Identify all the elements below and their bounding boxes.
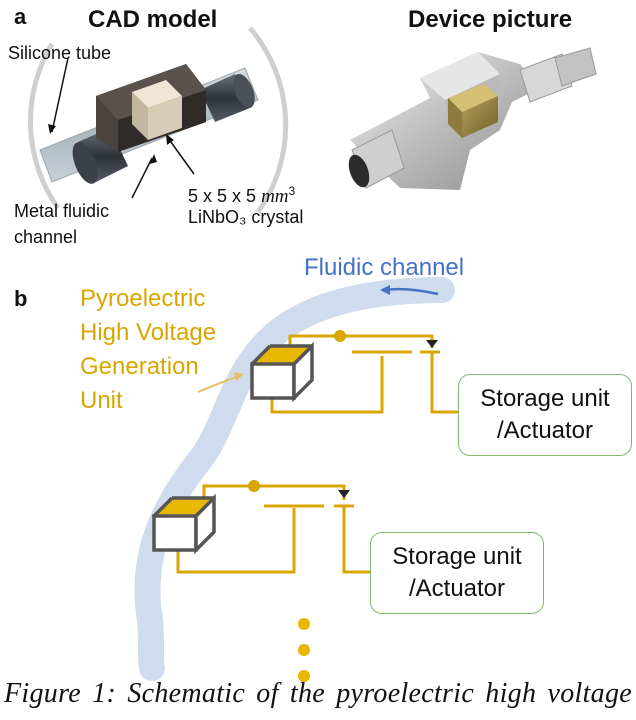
fluidic-channel-label: Fluidic channel (304, 254, 465, 281)
unit-label-line: Unit (80, 387, 123, 414)
crystal-cube-1 (250, 341, 314, 403)
switch-node-1 (334, 330, 346, 342)
storage-box-1-line1: Storage unit (480, 385, 610, 412)
crystal-name-label: LiNbO₃ crystal (188, 207, 304, 227)
cad-model-title: CAD model (88, 6, 218, 33)
unit-label-pointer (197, 372, 244, 393)
storage-box-1-line2: /Actuator (496, 417, 594, 444)
panel-b-letter: b (14, 286, 28, 311)
silicone-tube-label: Silicone tube (8, 43, 112, 63)
crystal-cube-2 (152, 493, 216, 555)
storage-unit-box-2: Storage unit /Actuator (370, 532, 544, 614)
fluidic-channel-band (134, 277, 455, 681)
crystal-dimensions-label: 5 x 5 x 5 mm3 (188, 184, 296, 207)
switch-contact-2 (338, 490, 350, 498)
metal-channel-label-line1: Metal fluidic (14, 201, 110, 221)
unit-label-line: Pyroelectric (80, 285, 206, 312)
storage-box-2-line2: /Actuator (408, 575, 506, 602)
flow-arrow (380, 285, 439, 296)
storage-unit-box-1: Storage unit /Actuator (458, 374, 632, 456)
switch-node-2 (248, 480, 260, 492)
metal-channel-label-line2: channel (14, 227, 78, 247)
switch-contact-1 (426, 340, 438, 348)
generation-unit-label: Pyroelectric High Voltage Generation Uni… (80, 282, 216, 418)
device-picture-title: Device picture (408, 6, 573, 33)
cad-model-illustration (28, 26, 289, 214)
storage-box-2-line1: Storage unit (392, 543, 522, 570)
unit-label-line: Generation (80, 353, 199, 380)
figure-caption: Figure 1: Schematic of the pyroelectric … (4, 678, 632, 709)
device-photo-illustration (348, 47, 597, 190)
continuation-dots (298, 618, 310, 682)
panel-a-letter: a (14, 4, 27, 29)
unit-label-line: High Voltage (80, 319, 217, 346)
